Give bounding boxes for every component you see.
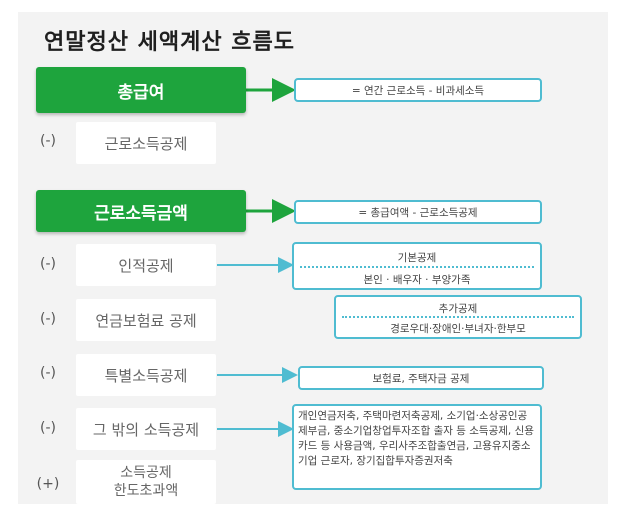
special-deduction-note: 보험료, 주택자금 공제	[298, 366, 544, 390]
sign-personal-deduction: (-)	[40, 256, 56, 272]
additional-deduction-title: 추가공제	[438, 303, 478, 315]
earned-income-amount-note: = 총급여액 - 근로소득공제	[294, 200, 542, 224]
pension-deduction-box: 연금보험료 공제	[76, 299, 216, 341]
earned-income-deduction-box: 근로소득공제	[76, 122, 216, 164]
sign-other-deduction: (-)	[40, 420, 56, 436]
additional-deduction-detail: 경로우대·장애인·부녀자·한부모	[390, 323, 526, 335]
other-deduction-note: 개인연금저축, 주택마련저축공제, 소기업·소상공인공제부금, 중소기업창업투자…	[292, 404, 542, 490]
gross-salary-note: = 연간 근로소득 - 비과세소득	[294, 78, 542, 102]
sign-limit-excess: (+)	[36, 476, 60, 492]
note-divider	[300, 266, 534, 268]
sign-pension-deduction: (-)	[40, 311, 56, 327]
note-divider	[342, 316, 574, 318]
basic-deduction-title: 기본공제	[397, 252, 437, 264]
other-deduction-box: 그 밖의 소득공제	[76, 408, 216, 450]
additional-deduction-note: 추가공제 경로우대·장애인·부녀자·한부모	[334, 295, 582, 339]
sign-special-deduction: (-)	[40, 365, 56, 381]
gross-salary-box: 총급여	[36, 67, 246, 113]
limit-excess-box: 소득공제 한도초과액	[76, 460, 216, 504]
special-deduction-box: 특별소득공제	[76, 354, 216, 396]
diagram-title: 연말정산 세액계산 흐름도	[44, 30, 295, 55]
basic-deduction-note: 기본공제 본인 · 배우자 · 부양가족	[292, 242, 542, 290]
personal-deduction-box: 인적공제	[76, 244, 216, 286]
earned-income-amount-box: 근로소득금액	[36, 190, 246, 232]
sign-earned-income-deduction: (-)	[40, 133, 56, 149]
basic-deduction-detail: 본인 · 배우자 · 부양가족	[363, 274, 471, 286]
